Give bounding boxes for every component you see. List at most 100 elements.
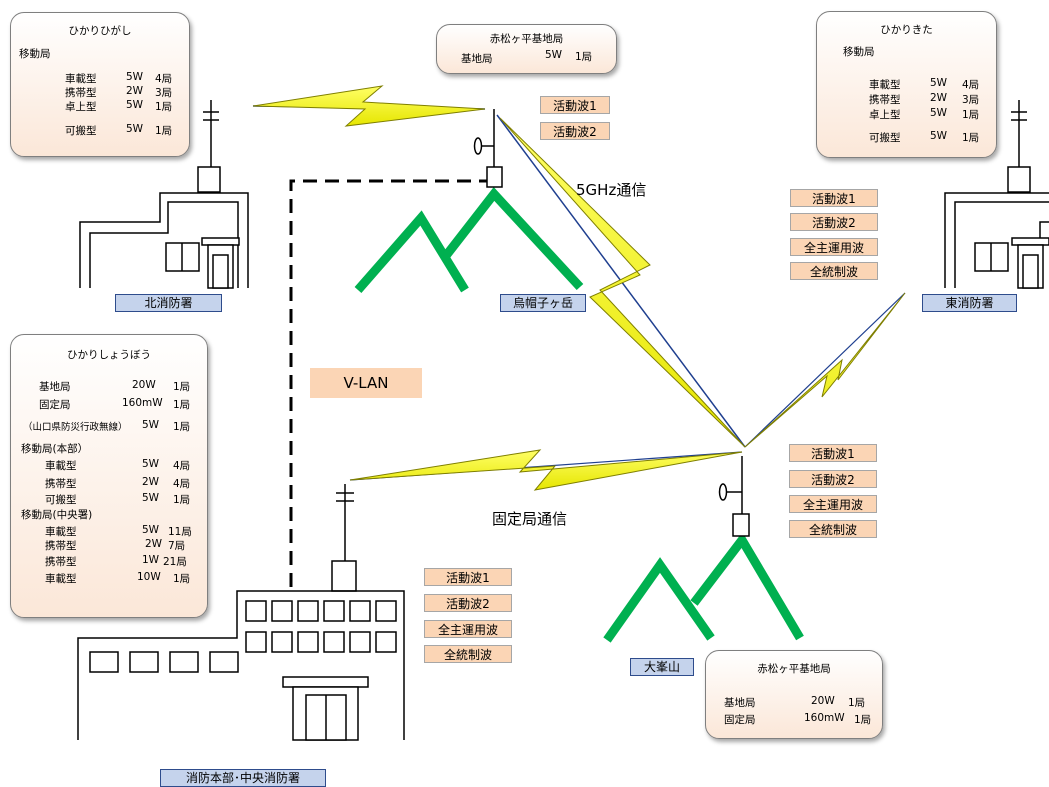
akamatsu-top-box: 赤松ヶ平基地局 基地局 5W 1局 xyxy=(436,24,617,74)
row-power: 5W xyxy=(930,130,948,142)
ghz-label: 5GHz通信 xyxy=(576,181,647,199)
row-count: 1局 xyxy=(854,714,872,726)
row-power: 160mW xyxy=(122,397,163,409)
row-count: 1局 xyxy=(962,132,980,144)
row-count: 3局 xyxy=(962,94,980,106)
note: （山口県防災行政無線） xyxy=(23,422,128,433)
fixed-link-label: 固定局通信 xyxy=(492,510,568,528)
row-count: 1局 xyxy=(155,101,173,113)
wave-label: 活動波2 xyxy=(540,122,610,140)
row-power: 20W xyxy=(132,379,156,391)
row-type: 可搬型 xyxy=(869,132,901,144)
row-count: 1局 xyxy=(173,573,191,585)
row-count: 1局 xyxy=(173,494,191,506)
row-count: 4局 xyxy=(173,478,191,490)
row-power: 20W xyxy=(811,695,835,707)
row-count: 3局 xyxy=(155,87,173,99)
row-type: 基地局 xyxy=(461,53,493,65)
wave-label: 活動波2 xyxy=(790,213,878,231)
note-power: 5W xyxy=(142,419,160,431)
bolt-honbu-omine xyxy=(349,449,743,491)
higashi-station-building xyxy=(944,100,1049,289)
row-power: 5W xyxy=(126,71,144,83)
row-type: 車載型 xyxy=(65,73,97,85)
row-type: 可搬型 xyxy=(45,494,77,506)
row-type: 車載型 xyxy=(869,79,901,91)
bolt-omine-higashi xyxy=(744,292,906,448)
row-count: 1局 xyxy=(173,399,191,411)
row-type: 携帯型 xyxy=(45,478,77,490)
row-count: 1局 xyxy=(155,125,173,137)
row-count: 21局 xyxy=(163,556,187,568)
row-power: 5W xyxy=(142,524,160,536)
row-type: 車載型 xyxy=(45,573,77,585)
row-count: 4局 xyxy=(173,460,191,472)
wave-label: 活動波1 xyxy=(424,568,512,586)
group-label: 移動局 xyxy=(843,46,875,58)
location-omine: 大峯山 xyxy=(630,658,694,676)
box-title: ひかりきた xyxy=(880,24,933,36)
row-power: 2W xyxy=(142,476,160,488)
hikari-shoubou-box: ひかりしょうぼう 基地局 20W 1局 固定局 160mW 1局 （山口県防災行… xyxy=(10,334,208,618)
row-power: 5W xyxy=(142,458,160,470)
row-type: 可搬型 xyxy=(65,125,97,137)
row-count: 4局 xyxy=(962,79,980,91)
wave-label: 全主運用波 xyxy=(789,495,877,513)
row-type: 携帯型 xyxy=(45,556,77,568)
row-count: 11局 xyxy=(168,526,192,538)
row-type: 携帯型 xyxy=(45,540,77,552)
location-honbu: 消防本部･中央消防署 xyxy=(160,769,326,787)
wave-label: 全統制波 xyxy=(424,645,512,663)
row-power: 5W xyxy=(126,99,144,111)
chuo-label: 移動局(中央署) xyxy=(21,509,93,521)
row-type: 固定局 xyxy=(39,399,71,411)
bolt-kita-eboshi xyxy=(252,85,486,127)
vlan-label: V-LAN xyxy=(310,368,422,398)
location-eboshi: 烏帽子ヶ岳 xyxy=(500,294,586,312)
row-power: 5W xyxy=(930,107,948,119)
location-kita: 北消防署 xyxy=(115,294,222,312)
honbu-building xyxy=(77,484,405,741)
eboshi-mountain xyxy=(354,187,584,293)
row-power: 2W xyxy=(930,92,948,104)
row-count: 7局 xyxy=(168,540,186,552)
wave-label: 活動波1 xyxy=(540,96,610,114)
vlan-link xyxy=(289,179,487,587)
row-type: 携帯型 xyxy=(869,94,901,106)
row-count: 1局 xyxy=(575,51,593,63)
omine-tower xyxy=(718,456,750,537)
hikari-kita-box: ひかりきた 移動局 車載型 5W 4局 携帯型 2W 3局 卓上型 5W 1局 … xyxy=(816,11,997,158)
row-count: 4局 xyxy=(155,73,173,85)
row-power: 1W xyxy=(142,554,160,566)
wave-label: 活動波2 xyxy=(789,470,877,488)
row-power: 2W xyxy=(126,85,144,97)
location-higashi: 東消防署 xyxy=(922,294,1017,312)
wave-label: 全統制波 xyxy=(790,262,878,280)
honbu-label: 移動局(本部） xyxy=(21,443,89,455)
kita-station-building xyxy=(79,100,249,289)
row-power: 10W xyxy=(137,571,161,583)
akamatsu-bottom-box: 赤松ヶ平基地局 基地局 20W 1局 固定局 160mW 1局 xyxy=(705,650,883,739)
omine-mountain xyxy=(603,531,804,643)
row-type: 基地局 xyxy=(39,381,71,393)
box-title: 赤松ヶ平基地局 xyxy=(489,33,564,45)
row-type: 卓上型 xyxy=(65,101,97,113)
wave-label: 全主運用波 xyxy=(424,620,512,638)
row-type: 基地局 xyxy=(724,697,756,709)
hikari-higashi-box: ひかりひがし 移動局 車載型 5W 4局 携帯型 2W 3局 卓上型 5W 1局… xyxy=(10,12,190,157)
row-count: 1局 xyxy=(962,109,980,121)
row-type: 卓上型 xyxy=(869,109,901,121)
row-power: 5W xyxy=(545,49,563,61)
row-power: 5W xyxy=(142,492,160,504)
row-power: 5W xyxy=(126,123,144,135)
wave-label: 全統制波 xyxy=(789,520,877,538)
group-label: 移動局 xyxy=(19,48,51,60)
row-type: 固定局 xyxy=(724,714,756,726)
row-type: 携帯型 xyxy=(65,87,97,99)
box-title: 赤松ヶ平基地局 xyxy=(757,663,831,675)
row-type: 車載型 xyxy=(45,460,77,472)
eboshi-tower xyxy=(473,109,503,188)
row-count: 1局 xyxy=(848,697,866,709)
row-count: 1局 xyxy=(173,381,191,393)
